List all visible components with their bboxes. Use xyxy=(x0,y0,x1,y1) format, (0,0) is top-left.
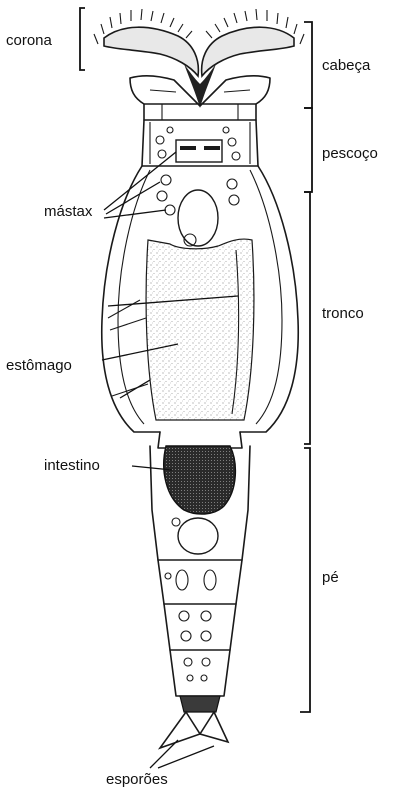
foot-cells-4 xyxy=(184,658,210,681)
neck-inner xyxy=(150,122,250,164)
label-estomago: estômago xyxy=(6,357,72,374)
left-coronal-lobe xyxy=(104,27,198,76)
label-esporoes: esporões xyxy=(106,771,168,788)
neck-glands xyxy=(156,127,240,160)
foot-segment-4 xyxy=(170,650,230,696)
label-cabeca: cabeça xyxy=(322,57,371,74)
foot-gland-large xyxy=(178,518,218,554)
label-tronco: tronco xyxy=(322,305,364,322)
label-corona: corona xyxy=(6,32,53,49)
foot-cells-3 xyxy=(179,611,211,641)
neck-section xyxy=(142,120,258,166)
foot-segment-2 xyxy=(158,560,242,604)
tronco-bracket xyxy=(304,192,310,444)
spur-leaders xyxy=(150,740,214,768)
corona-bracket xyxy=(80,8,85,70)
foot-cell-1 xyxy=(172,518,180,526)
right-coronal-lobe xyxy=(202,27,294,76)
jaw-bar-left xyxy=(180,146,196,150)
spur-left xyxy=(160,712,200,748)
label-pe: pé xyxy=(322,569,339,586)
spur-right xyxy=(200,712,228,742)
coronal-mouth xyxy=(184,64,216,108)
cabeca-bracket xyxy=(304,22,312,108)
foot-segment-3 xyxy=(164,604,236,650)
jaw-bar-right xyxy=(204,146,220,150)
label-intestino: intestino xyxy=(44,457,100,474)
trunk-muscle-lines xyxy=(108,300,148,396)
corona-lobes xyxy=(94,9,304,108)
pe-bracket xyxy=(300,448,310,712)
region-brackets xyxy=(300,22,312,712)
intestine xyxy=(164,446,236,514)
stomach xyxy=(146,239,254,420)
foot-cells-2 xyxy=(165,570,216,590)
label-mastax: mástax xyxy=(44,203,93,220)
label-pescoco: pescoço xyxy=(322,145,378,162)
pescoco-bracket xyxy=(304,108,312,192)
intestine-section xyxy=(158,432,242,514)
toe-base xyxy=(180,696,220,712)
neck-outline xyxy=(142,120,258,166)
spurs xyxy=(160,712,228,748)
mastax-jaws xyxy=(176,140,222,162)
